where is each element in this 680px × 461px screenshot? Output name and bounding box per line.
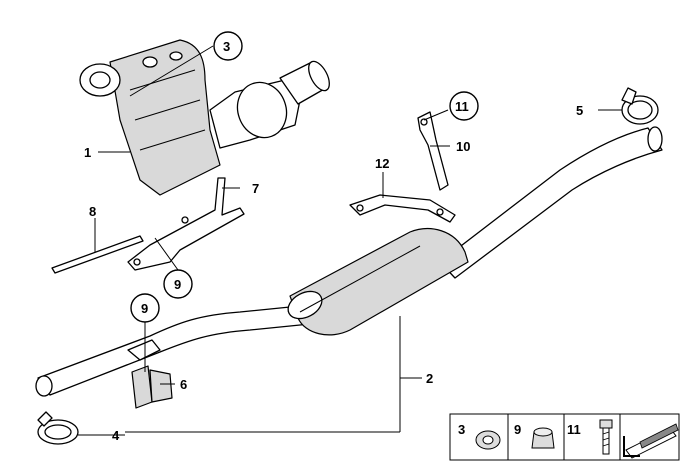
legend-label-11: 11 xyxy=(567,422,581,437)
callout-10: 10 xyxy=(456,139,470,154)
callout-12: 12 xyxy=(375,156,389,171)
nut-icon xyxy=(475,430,501,450)
callout-9a: 9 xyxy=(174,277,181,292)
callout-1: 1 xyxy=(84,145,91,160)
legend-label-9: 9 xyxy=(514,422,521,437)
callout-3-circle xyxy=(213,31,243,61)
callout-9b: 9 xyxy=(141,301,148,316)
rear-hanger-bracket xyxy=(417,111,449,191)
legend-label-3: 3 xyxy=(458,422,465,437)
callout-labels: 1 3 11 10 12 5 7 8 9 9 6 4 2 xyxy=(84,31,583,443)
callout-6: 6 xyxy=(180,377,187,392)
leader-lines xyxy=(78,45,622,436)
arrow-icon xyxy=(623,423,679,459)
callout-11: 11 xyxy=(455,99,469,114)
callout-11-circle xyxy=(449,91,479,121)
rear-exhaust-pipe xyxy=(439,126,663,279)
small-parts-legend: 3 9 11 xyxy=(449,413,680,461)
cap-nut-icon xyxy=(531,427,555,449)
callout-5: 5 xyxy=(576,103,583,118)
catalytic-bracket xyxy=(127,177,245,271)
callout-9b-circle xyxy=(130,293,160,323)
support-strap xyxy=(51,235,144,274)
catalytic-converter xyxy=(79,39,330,196)
callout-7: 7 xyxy=(252,181,259,196)
callout-8: 8 xyxy=(89,204,96,219)
callout-3: 3 xyxy=(223,39,230,54)
front-exhaust-pipe xyxy=(35,305,311,397)
center-muffler xyxy=(287,228,469,336)
front-clamp xyxy=(37,411,79,445)
mounting-bracket xyxy=(349,194,456,223)
bolt-icon xyxy=(599,419,613,455)
callout-4: 4 xyxy=(112,428,120,443)
callout-9a-circle xyxy=(163,269,193,299)
rubber-mount xyxy=(127,325,173,409)
exhaust-clamp xyxy=(621,87,659,125)
callout-2: 2 xyxy=(426,371,433,386)
